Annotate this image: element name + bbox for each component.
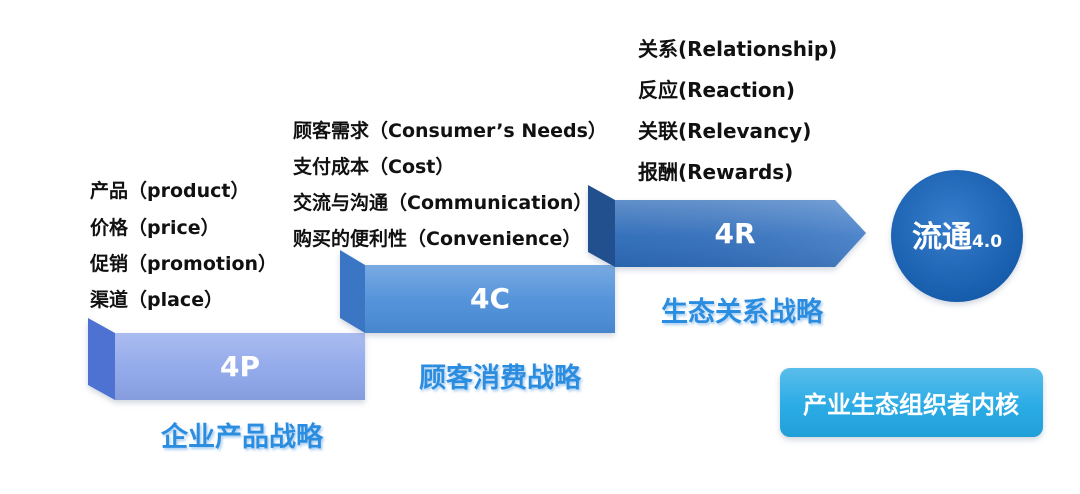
stage-4r-item: 关联(Relevancy) <box>638 119 811 143</box>
stage-4c-item: 顾客需求（Consumer’s Needs） <box>293 119 607 142</box>
stage-4p-bar-sheen <box>115 333 365 400</box>
goal-circle-shade <box>891 170 1023 302</box>
stage-4c-items: 顾客需求（Consumer’s Needs） 支付成本（Cost） 交流与沟通（… <box>292 119 607 250</box>
stage-4c-bar-sheen <box>365 265 615 333</box>
core: 产业生态组织者内核 <box>780 368 1043 437</box>
stage-4c <box>340 250 615 333</box>
stage-4p-item: 价格（price） <box>90 216 220 239</box>
stage-4r-strategy: 生态关系战略 <box>661 296 824 328</box>
stage-4p-item: 促销（promotion） <box>89 252 277 275</box>
stage-4r <box>588 185 866 267</box>
stage-4r-arrow-sheen-v <box>615 200 866 267</box>
stage-4r-item: 关系(Relationship) <box>638 37 837 61</box>
stage-4p-item: 渠道（place） <box>90 288 223 311</box>
goal-version: 4.0 <box>972 232 1002 252</box>
goal: 流通4.0 <box>891 170 1023 302</box>
stage-4c-item: 支付成本（Cost） <box>292 155 454 178</box>
stage-4c-label: 4C <box>470 282 510 315</box>
stage-4p-fold <box>88 318 115 400</box>
stage-4c-item: 购买的便利性（Convenience） <box>293 227 581 250</box>
stage-4r-items: 关系(Relationship) 反应(Reaction) 关联(Relevan… <box>638 37 837 184</box>
stage-4p-label: 4P <box>220 350 260 383</box>
stage-4c-strategy: 顾客消费战略 <box>419 362 582 394</box>
stage-4c-fold <box>340 250 365 333</box>
goal-title: 流通 <box>912 220 972 255</box>
stage-4p <box>88 318 365 400</box>
core-box-sheen <box>780 368 1043 437</box>
stage-4r-item: 反应(Reaction) <box>638 78 795 102</box>
stage-4r-label: 4R <box>714 217 755 250</box>
stage-4r-fold <box>588 185 615 267</box>
stage-4c-item: 交流与沟通（Communication） <box>293 191 592 214</box>
stage-4p-strategy: 企业产品战略 <box>161 421 324 453</box>
stage-4r-item: 报酬(Rewards) <box>638 160 793 184</box>
core-label: 产业生态组织者内核 <box>803 391 1019 419</box>
goal-text: 流通4.0 <box>912 220 1002 255</box>
stage-4p-items: 产品（product） 价格（price） 促销（promotion） 渠道（p… <box>89 179 277 311</box>
stage-4p-item: 产品（product） <box>90 179 250 202</box>
